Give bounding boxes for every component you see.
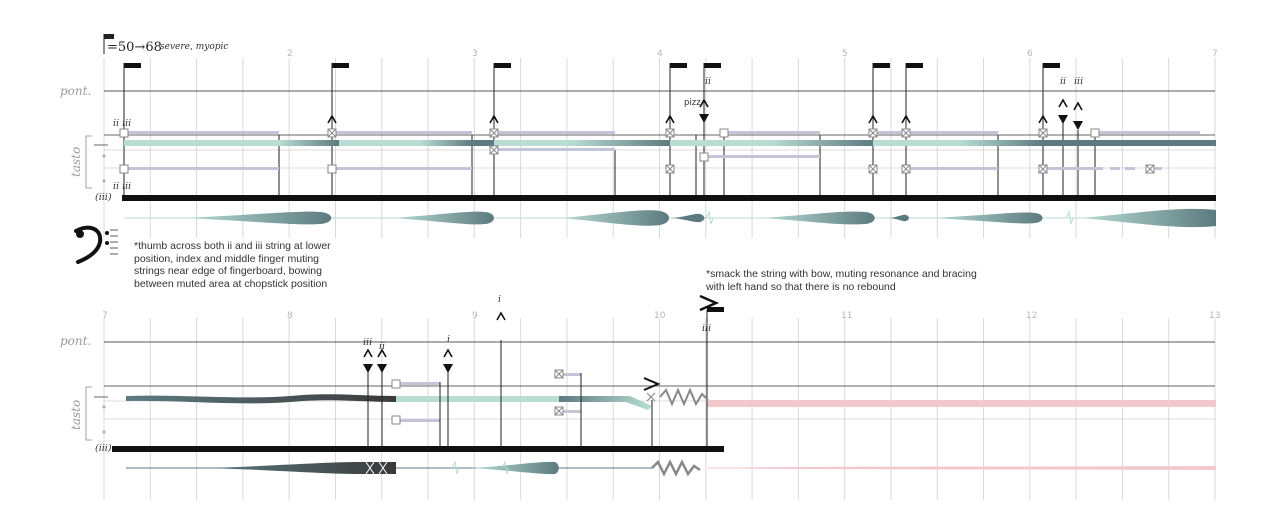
dynamics-system-2 — [126, 460, 1216, 475]
string-indication: ii iii — [113, 181, 131, 192]
system-1-grid — [103, 58, 1216, 238]
pink-band — [707, 400, 1216, 407]
measure-number: 13 — [1209, 311, 1220, 321]
bow-band-dark — [960, 140, 1043, 146]
stems-system-2 — [367, 310, 708, 446]
tasto-bracket — [85, 386, 92, 441]
measure-number: 4 — [657, 49, 663, 59]
bow-band — [396, 396, 559, 402]
measure-number: 10 — [654, 311, 666, 321]
noteheads-system-1 — [119, 128, 1100, 174]
string-indication: ii — [705, 76, 711, 87]
lavender-lines-system-2 — [396, 373, 581, 422]
measure-number: 8 — [287, 311, 293, 321]
flags-system-1 — [124, 63, 1060, 68]
measure-number: 12 — [1026, 311, 1037, 321]
performance-note-smack: *smack the string with bow, muting reson… — [706, 268, 977, 293]
system-2: 7 8 9 10 11 12 13 pont. tasto (iii) — [60, 294, 1220, 500]
accent-icon — [643, 377, 661, 391]
pont-label: pont. — [60, 84, 91, 98]
down-arrows-system-2 — [363, 364, 453, 373]
accent-icon — [699, 294, 720, 312]
pizz-mark: pizz. — [684, 98, 703, 108]
stems-system-1 — [123, 63, 1096, 195]
measure-number: 6 — [1027, 49, 1033, 59]
bow-band-dark — [770, 140, 873, 146]
bow-band-dark — [1043, 140, 1216, 146]
system-2-grid — [103, 318, 1216, 500]
string-indication: i — [447, 334, 450, 345]
crossed-noteheads-system-1 — [327, 128, 1155, 174]
zigzag-mark — [651, 459, 701, 477]
dynamics-system-1 — [124, 208, 1216, 228]
measure-number: 7 — [1212, 49, 1218, 59]
staff-dot — [102, 179, 106, 183]
measure-number: 9 — [472, 311, 478, 321]
bow-band-dark — [420, 140, 472, 146]
bow-band-dark — [570, 140, 670, 146]
tempo-mark: =50→68 severe, myopic — [103, 34, 228, 55]
tempo-value: =50→68 — [107, 40, 162, 55]
string-indication: iii — [702, 323, 711, 334]
string-indication: ii — [379, 341, 385, 352]
string-indication: iii — [1074, 76, 1083, 87]
down-arrows-system-1 — [699, 114, 1083, 130]
string-indication: i — [498, 294, 501, 305]
string-indication: ii iii — [113, 118, 131, 129]
staff-dot — [102, 430, 106, 434]
bow-band-dark — [472, 140, 494, 146]
accents-system-1 — [327, 98, 1083, 124]
accents-system-2 — [363, 311, 506, 358]
lavender-lines-system-1 — [124, 131, 1200, 170]
pont-label: pont. — [60, 334, 91, 348]
flag — [707, 307, 724, 312]
system-1: 2 3 4 5 6 7 =50→68 severe, myopic pont. … — [60, 34, 1218, 264]
string-iii-line — [122, 195, 1216, 201]
string-indication: ii — [1060, 76, 1066, 87]
measure-number: 2 — [287, 49, 293, 59]
string-indication: iii — [363, 337, 372, 348]
measure-number: 3 — [472, 49, 478, 59]
bass-clef-icon — [74, 225, 118, 264]
measure-number: 5 — [842, 49, 848, 59]
staff-dot — [102, 405, 106, 409]
zigzag-mark — [659, 387, 709, 407]
bow-band-dark — [559, 396, 652, 410]
x-notehead — [646, 392, 656, 402]
bow-band-dark — [126, 394, 396, 404]
tasto-label: tasto — [69, 400, 83, 430]
tasto-label: tasto — [69, 147, 83, 177]
string-iii-line — [112, 446, 724, 452]
measure-number: 11 — [841, 311, 852, 321]
measure-number: 7 — [102, 311, 108, 321]
tempo-character: severe, myopic — [160, 42, 228, 52]
string-label: (iii) — [95, 443, 112, 454]
tasto-bracket — [85, 135, 92, 189]
staff-dot — [102, 154, 106, 158]
noteheads-system-2 — [391, 369, 564, 425]
performance-note-thumb: *thumb across both ii and iii string at … — [134, 240, 331, 290]
bow-band-dark — [279, 140, 339, 146]
string-label: (iii) — [95, 192, 112, 203]
